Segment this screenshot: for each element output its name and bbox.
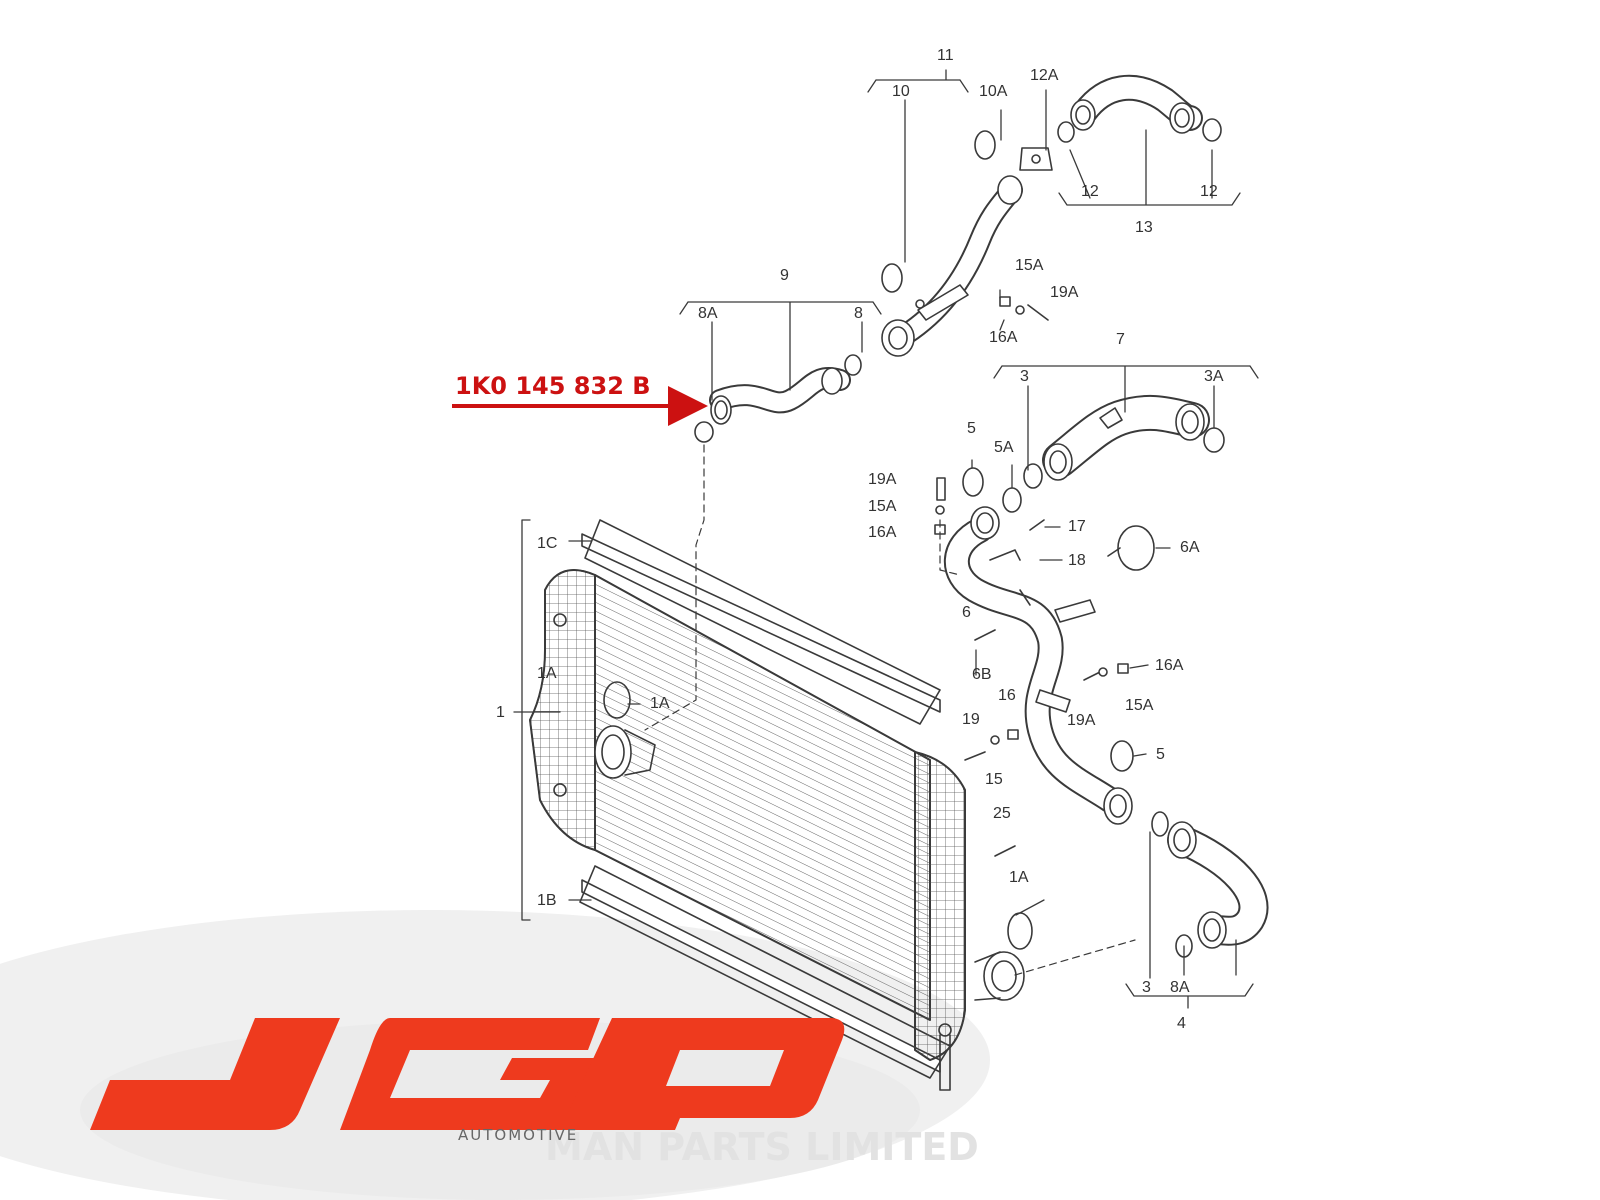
callout-3a: 3A (1204, 368, 1224, 385)
callout-5a: 5A (994, 439, 1014, 456)
callout-8a-bottom: 8A (1170, 979, 1190, 996)
callout-19a-bottom: 19A (1067, 712, 1096, 729)
bolt-icon (936, 304, 1101, 857)
nut-icon (934, 296, 1129, 745)
callout-19a-top: 19A (1050, 284, 1079, 301)
callout-18: 18 (1068, 552, 1086, 569)
watermark-text: MAN PARTS LIMITED (545, 1125, 979, 1169)
callout-5-top: 5 (967, 420, 976, 437)
callout-1a-inner: 1A (650, 695, 670, 712)
charge-air-hose-4-icon (1151, 811, 1269, 958)
callout-labels: 11 10 10A 12A 12 12 13 9 8A 8 15A 19A 16… (496, 47, 1224, 1032)
callout-8: 8 (854, 305, 863, 322)
callout-19a-mid: 19A (868, 471, 897, 488)
charge-air-hose-icon (709, 367, 851, 425)
charge-air-pipe-icon (881, 130, 1023, 357)
highlight-callout: 1K0 145 832 B (452, 372, 708, 426)
dashed-connector (644, 444, 1136, 976)
jgp-logo: AUTOMOTIVE (90, 1018, 845, 1144)
callout-19: 19 (962, 711, 980, 728)
callout-17: 17 (1068, 518, 1086, 535)
callout-11: 11 (937, 47, 954, 64)
callout-16a-top: 16A (989, 329, 1018, 346)
callout-8a-top: 8A (698, 305, 718, 322)
callout-1b: 1B (537, 892, 557, 909)
callout-15a-top: 15A (1015, 257, 1044, 274)
callout-16: 16 (998, 687, 1016, 704)
callout-16a-right: 16A (1155, 657, 1184, 674)
callout-12-left: 12 (1081, 183, 1099, 200)
callout-7: 7 (1116, 331, 1125, 348)
charge-air-pipe-6-icon (943, 506, 1133, 825)
callout-1a-left: 1A (537, 665, 557, 682)
callout-4: 4 (1177, 1015, 1186, 1032)
callout-6b: 6B (972, 666, 992, 683)
part-number-label: 1K0 145 832 B (455, 372, 651, 400)
callout-15: 15 (985, 771, 1003, 788)
callout-1c: 1C (537, 535, 557, 552)
callout-15a-right: 15A (1125, 697, 1154, 714)
charge-air-hose-7-icon (1023, 394, 1225, 489)
callout-10a: 10A (979, 83, 1008, 100)
callout-12a: 12A (1030, 67, 1059, 84)
callout-13: 13 (1135, 219, 1153, 236)
callout-5-bottom: 5 (1156, 746, 1165, 763)
callout-12-right: 12 (1200, 183, 1218, 200)
logo-subtitle: AUTOMOTIVE (458, 1126, 578, 1144)
callout-1: 1 (496, 704, 505, 721)
intercooler-radiator-icon (529, 519, 1025, 1091)
callout-3-top: 3 (1020, 368, 1029, 385)
callout-25: 25 (993, 805, 1011, 822)
callout-3-bottom: 3 (1142, 979, 1151, 996)
callout-16a-mid: 16A (868, 524, 897, 541)
hose-clamp-icon (1019, 147, 1053, 171)
callout-1a-bottom: 1A (1009, 869, 1029, 886)
callout-15a-mid: 15A (868, 498, 897, 515)
callout-10: 10 (892, 83, 910, 100)
callout-9: 9 (780, 267, 789, 284)
bracket-icon (1107, 525, 1155, 571)
charge-air-hose-13-icon (1057, 74, 1222, 143)
callout-leaders (513, 69, 1259, 1009)
callout-6: 6 (962, 604, 971, 621)
callout-6a: 6A (1180, 539, 1200, 556)
